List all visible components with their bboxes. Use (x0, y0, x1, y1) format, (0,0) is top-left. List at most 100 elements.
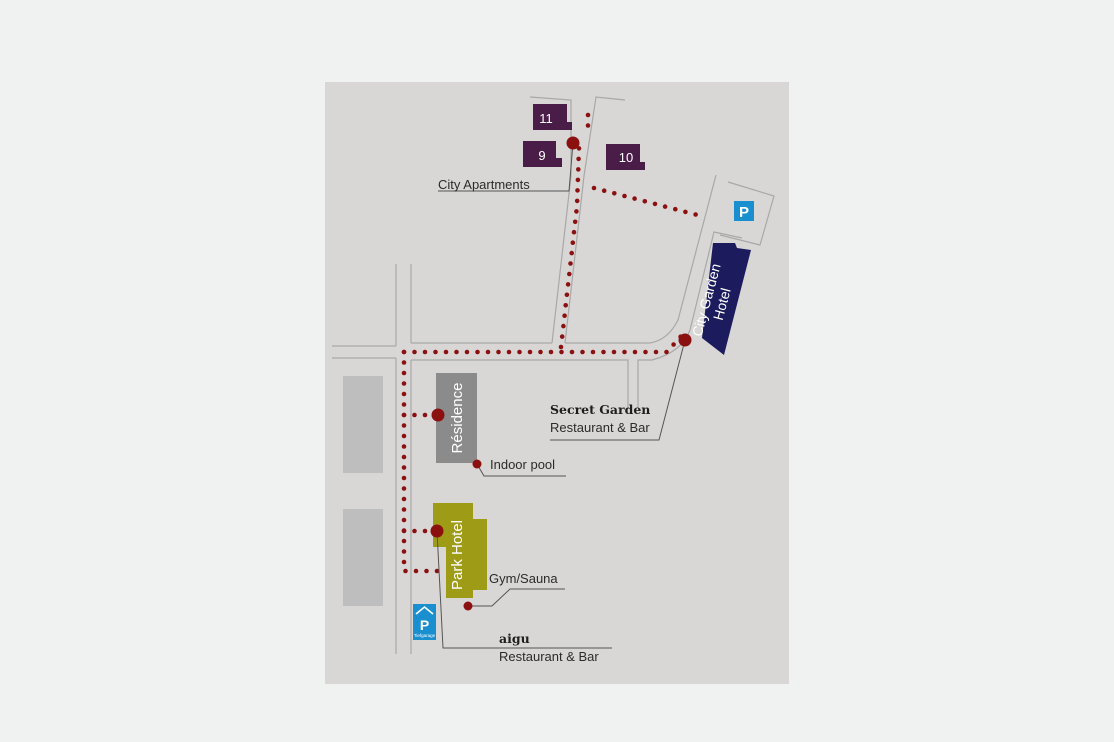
route-dot (652, 201, 658, 207)
route-dot (485, 349, 491, 355)
secret-garden-name[interactable]: Secret Garden (550, 402, 650, 417)
route-dot (585, 123, 591, 128)
route-dot (401, 465, 407, 470)
label-leader-lines (436, 142, 686, 649)
route-dot (574, 209, 579, 214)
route-dot (401, 486, 407, 491)
route-dot (565, 282, 571, 287)
route-dot (424, 568, 429, 574)
aigu-name[interactable]: aigu (499, 631, 530, 646)
route-dot (567, 271, 572, 277)
route-dot (559, 334, 565, 339)
apartment-9[interactable]: 9 (523, 141, 562, 167)
marker-gym-sauna (463, 601, 473, 611)
city-apartments-label[interactable]: City Apartments (438, 177, 530, 192)
route-dot (412, 349, 417, 355)
route-dot (422, 528, 428, 534)
apartment-11[interactable]: 11 (533, 104, 572, 130)
route-dot (538, 349, 543, 355)
route-dot (643, 349, 648, 355)
indoor-pool-label[interactable]: Indoor pool (490, 457, 555, 472)
route-dot (576, 167, 581, 172)
secret-garden-subtitle: Restaurant & Bar (550, 420, 650, 435)
apartment-10-number: 10 (619, 150, 633, 165)
route-dot (562, 313, 567, 319)
route-dot (632, 196, 637, 201)
route-dot (548, 349, 554, 355)
route-dot (412, 528, 417, 534)
route-dot (401, 423, 407, 428)
route-dot (401, 528, 407, 534)
parking-letter: P (739, 204, 749, 221)
marker-city-garden-hotel (678, 333, 692, 347)
route-dot (443, 349, 449, 355)
route-dot (401, 391, 407, 397)
route-dot (591, 185, 597, 191)
route-dot (575, 188, 580, 193)
route-dot (422, 349, 428, 355)
route-dot (568, 261, 573, 266)
route-dot (561, 323, 566, 329)
route-dot (563, 303, 568, 308)
route-dot (585, 112, 591, 118)
route-dot (570, 240, 576, 245)
route-dot (401, 370, 407, 376)
route-dot (464, 349, 470, 355)
route-dot (401, 538, 407, 544)
route-dot (673, 206, 678, 212)
route-dot (693, 212, 698, 217)
aigu-subtitle: Restaurant & Bar (499, 649, 599, 664)
route-dot (412, 412, 417, 418)
route-dot (574, 198, 580, 204)
route-dot (632, 349, 638, 355)
apartment-9-number: 9 (538, 148, 545, 163)
route-dot (569, 349, 575, 355)
park-hotel-building[interactable]: Park Hotel (433, 503, 487, 598)
route-dot (401, 444, 407, 449)
residence-label: Résidence (449, 383, 466, 454)
route-dot (612, 191, 617, 196)
route-dot (401, 559, 407, 565)
park-hotel-label: Park Hotel (449, 520, 466, 590)
route-dot (496, 349, 501, 355)
gym-sauna-label[interactable]: Gym/Sauna (489, 571, 558, 586)
route-dot (662, 204, 668, 209)
route-dot (401, 381, 407, 386)
route-dot (527, 349, 533, 355)
route-dot (576, 156, 581, 162)
route-dot (642, 199, 648, 204)
route-dot (558, 344, 564, 350)
route-dot (601, 349, 606, 355)
map-background (325, 82, 789, 684)
route-dot (401, 454, 407, 460)
marker-indoor-pool (472, 459, 482, 469)
route-dot (590, 349, 596, 355)
route-dot (671, 342, 676, 347)
road-outlines (332, 96, 775, 654)
route-dot (664, 349, 669, 355)
route-dot (433, 349, 438, 355)
garage-letter: P (420, 617, 429, 633)
walking-route-dots (401, 112, 698, 574)
route-dot (475, 349, 480, 355)
route-dot (683, 209, 688, 215)
garage-caption: Tiefgarage (414, 633, 436, 638)
underground-garage-icon[interactable]: P Tiefgarage (413, 604, 436, 640)
route-dot (575, 177, 581, 183)
route-dot (422, 412, 428, 418)
city-garden-hotel-building[interactable]: City Garden Hotel (689, 243, 751, 355)
route-dot (454, 349, 459, 355)
route-dot (401, 517, 407, 523)
marker-park-hotel (430, 524, 444, 538)
location-markers (430, 136, 692, 611)
route-dot (401, 496, 407, 502)
route-dot (601, 188, 607, 193)
route-dot (506, 349, 512, 355)
apartment-10[interactable]: 10 (606, 144, 645, 170)
route-dot (564, 292, 570, 298)
route-dot (401, 549, 407, 554)
route-dot (401, 507, 407, 512)
parking-icon[interactable]: P (734, 201, 754, 221)
route-dot (653, 349, 659, 355)
